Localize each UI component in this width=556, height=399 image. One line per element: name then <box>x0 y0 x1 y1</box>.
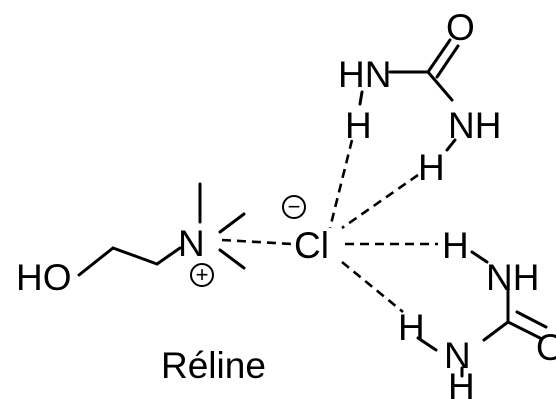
hbond-lower <box>341 260 404 314</box>
label-n-low: N <box>444 335 471 376</box>
positive-charge-icon: + <box>190 262 214 287</box>
bond-h-nh <box>470 250 489 264</box>
bond-h-n-low <box>416 336 438 352</box>
bond-c-o-a <box>426 38 452 74</box>
label-o-cut: O <box>536 327 556 368</box>
bond-c-o-b <box>435 44 460 79</box>
bond-c-nh <box>426 70 454 102</box>
bond-nh-h <box>445 138 457 152</box>
bond-c-o-low-b <box>515 310 548 329</box>
label-h-low: H <box>398 307 425 348</box>
bond-c-o-low-a <box>506 320 542 340</box>
negative-charge-icon: − <box>282 194 306 219</box>
positive-charge-sign: + <box>196 262 209 287</box>
ion-pair-dashed <box>221 238 293 246</box>
bond-n-methyl-down <box>218 248 246 270</box>
label-nh-top: NH <box>448 105 501 146</box>
label-h-bottom: H <box>448 366 475 399</box>
label-o-top: O <box>446 7 475 48</box>
choline-bonds <box>77 182 246 277</box>
hbond-top-left <box>328 139 354 229</box>
bond-c2-n <box>155 246 182 266</box>
label-hn-top: HN <box>338 54 391 95</box>
bond-c1-c2 <box>111 246 159 266</box>
urea-top-bonds <box>358 38 460 152</box>
bond-n-methyl-right <box>218 212 246 234</box>
label-h-urea1: H <box>418 147 445 188</box>
bond-c-n-low <box>482 320 510 342</box>
label-h-mid: H <box>442 225 469 266</box>
label-cl: Cl <box>294 225 329 266</box>
label-h-top: H <box>345 105 372 146</box>
hydrogen-bonds <box>221 139 438 314</box>
urea-bottom-bonds <box>416 250 548 378</box>
bond-o-c1 <box>77 246 115 277</box>
label-nh-mid: NH <box>486 257 539 298</box>
label-n-plus: N <box>178 223 205 264</box>
caption-reline: Réline <box>161 345 266 386</box>
negative-charge-sign: − <box>288 194 301 219</box>
bond-hn-h <box>358 90 364 106</box>
label-ho: HO <box>16 257 72 298</box>
hbond-top-right <box>341 173 419 230</box>
